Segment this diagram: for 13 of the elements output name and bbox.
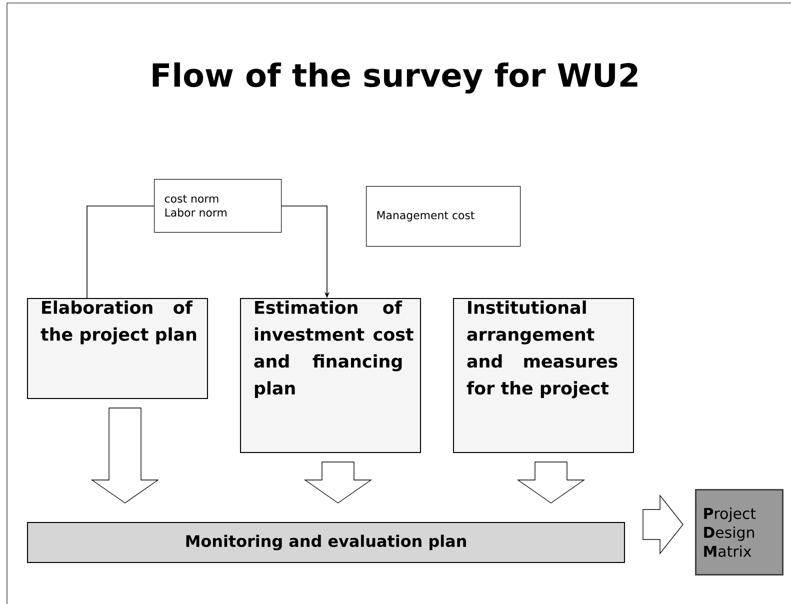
process-box: Estimation of investment cost and financing plan — [240, 298, 421, 453]
block-arrow — [304, 462, 372, 504]
connector — [86, 206, 154, 298]
plan-bar: Monitoring and evaluation plan — [27, 522, 625, 563]
note-box: Management cost — [366, 186, 521, 247]
result-box: Project Design Matrix — [695, 489, 784, 576]
block-arrow — [90, 408, 160, 504]
title: Flow of the survey for WU2 — [152, 62, 638, 94]
process-box: Institutional arrangement and measures for the project — [453, 298, 634, 453]
block-arrow — [642, 494, 684, 554]
block-arrow — [516, 462, 586, 504]
note-box: cost norm Labor norm — [154, 179, 282, 233]
process-box: Elaboration of the project plan — [27, 298, 208, 399]
